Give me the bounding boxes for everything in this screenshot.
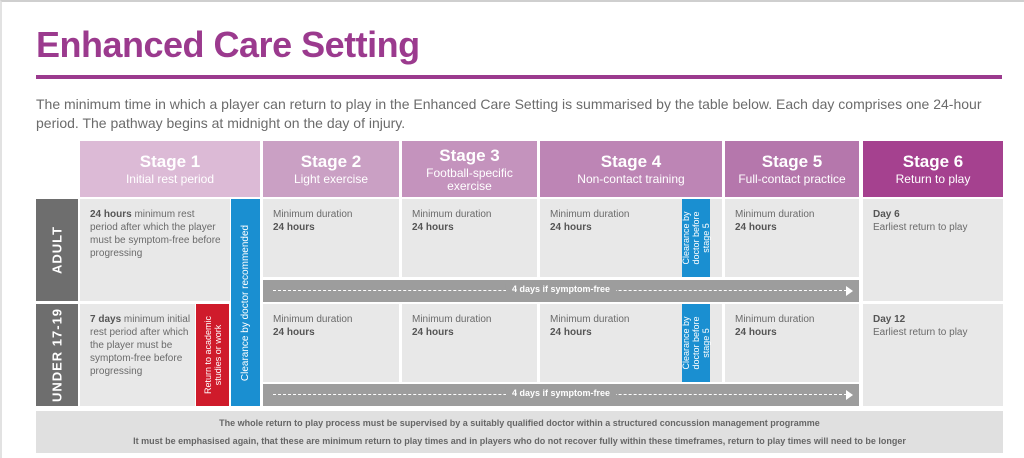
- under-stage5-cell: Minimum duration 24 hours: [725, 304, 859, 382]
- stage-2-header: Stage 2 Light exercise: [263, 141, 399, 197]
- stage-5-header: Stage 5 Full-contact practice: [725, 141, 859, 197]
- stage-subtitle: Return to play: [895, 172, 971, 186]
- min-duration-label: Minimum duration: [735, 314, 815, 325]
- min-duration-value: 24 hours: [273, 222, 315, 233]
- min-duration-value: 24 hours: [412, 327, 454, 338]
- row-label-text: UNDER 17-19: [49, 307, 65, 403]
- min-duration-label: Minimum duration: [273, 314, 353, 325]
- adult-rest-duration: 24 hours: [90, 209, 132, 220]
- min-duration-label: Minimum duration: [735, 209, 815, 220]
- clearance-stage5-text: Clearance by doctor before stage 5: [681, 316, 711, 370]
- under-rest-text: minimum initial rest period after which …: [90, 314, 191, 377]
- min-duration-value: 24 hours: [735, 222, 777, 233]
- stage-1-header: Stage 1 Initial rest period: [80, 141, 260, 197]
- min-duration-value: 24 hours: [412, 222, 454, 233]
- stage-label: Stage 6: [902, 152, 964, 171]
- return-text: Earliest return to play: [873, 222, 968, 233]
- under-stage1-cell: 7 days minimum initial rest period after…: [80, 304, 195, 406]
- clearance-stage5-text: Clearance by doctor before stage 5: [681, 211, 711, 265]
- adult-stage1-cell: 24 hours minimum rest period after which…: [80, 199, 230, 301]
- stage-label: Stage 3: [439, 146, 500, 165]
- arrow-label: 4 days if symptom-free: [505, 284, 617, 294]
- min-duration-label: Minimum duration: [412, 209, 492, 220]
- arrow-head-icon: [846, 286, 853, 296]
- stage-subtitle: Non-contact training: [577, 172, 685, 186]
- under-stage6-cell: Day 12 Earliest return to play: [863, 304, 1003, 406]
- intro-paragraph: The minimum time in which a player can r…: [36, 96, 982, 131]
- return-day: Day 12: [873, 314, 906, 325]
- under-clearance-stage5-bar: Clearance by doctor before stage 5: [681, 304, 711, 382]
- under-stage2-cell: Minimum duration 24 hours: [263, 304, 399, 382]
- arrow-label: 4 days if symptom-free: [505, 388, 617, 398]
- min-duration-value: 24 hours: [550, 327, 592, 338]
- min-duration-label: Minimum duration: [412, 314, 492, 325]
- stage-label: Stage 1: [139, 152, 201, 171]
- adult-stage6-cell: Day 6 Earliest return to play: [863, 199, 1003, 301]
- footer-line-1: The whole return to play process must be…: [219, 418, 820, 428]
- adult-stage5-cell: Minimum duration 24 hours: [725, 199, 859, 277]
- adult-stage2-cell: Minimum duration 24 hours: [263, 199, 399, 277]
- title-divider: [36, 75, 1002, 79]
- footer-note: The whole return to play process must be…: [36, 411, 1003, 453]
- min-duration-label: Minimum duration: [550, 314, 630, 325]
- under-stage3-cell: Minimum duration 24 hours: [402, 304, 537, 382]
- adult-clearance-stage5-bar: Clearance by doctor before stage 5: [681, 199, 711, 277]
- return-academic-bar: Return to academic studies or work: [196, 304, 229, 406]
- under-duration-arrow: 4 days if symptom-free: [263, 384, 859, 406]
- stage-subtitle: Football-specific exercise: [426, 166, 513, 193]
- return-academic-text: Return to academic studies or work: [202, 315, 223, 395]
- clearance-doctor-bar: Clearance by doctor recommended: [231, 199, 260, 406]
- row-label-under: UNDER 17-19: [36, 304, 78, 406]
- footer-line-2: It must be emphasised again, that these …: [133, 436, 906, 446]
- stage-4-header: Stage 4 Non-contact training: [540, 141, 722, 197]
- stage-6-header: Stage 6 Return to play: [863, 141, 1003, 197]
- adult-rest-text: minimum rest period after which the play…: [90, 209, 221, 259]
- row-label-text: ADULT: [49, 225, 65, 275]
- stage-label: Stage 5: [761, 152, 823, 171]
- clearance-doctor-text: Clearance by doctor recommended: [239, 224, 251, 381]
- stage-label: Stage 4: [600, 152, 662, 171]
- stage-subtitle: Light exercise: [293, 172, 369, 186]
- min-duration-label: Minimum duration: [273, 209, 353, 220]
- stage-3-header: Stage 3 Football-specific exercise: [402, 141, 537, 197]
- page-title: Enhanced Care Setting: [36, 24, 420, 65]
- adult-duration-arrow: 4 days if symptom-free: [263, 280, 859, 302]
- arrow-head-icon: [846, 390, 853, 400]
- return-day: Day 6: [873, 209, 900, 220]
- return-text: Earliest return to play: [873, 327, 968, 338]
- under-rest-duration: 7 days: [90, 314, 122, 325]
- stage-subtitle: Initial rest period: [125, 172, 215, 186]
- adult-stage3-cell: Minimum duration 24 hours: [402, 199, 537, 277]
- row-label-adult: ADULT: [36, 199, 78, 301]
- stage-subtitle: Full-contact practice: [738, 172, 846, 186]
- min-duration-value: 24 hours: [735, 327, 777, 338]
- stage-label: Stage 2: [300, 152, 362, 171]
- min-duration-value: 24 hours: [273, 327, 315, 338]
- min-duration-value: 24 hours: [550, 222, 592, 233]
- min-duration-label: Minimum duration: [550, 209, 630, 220]
